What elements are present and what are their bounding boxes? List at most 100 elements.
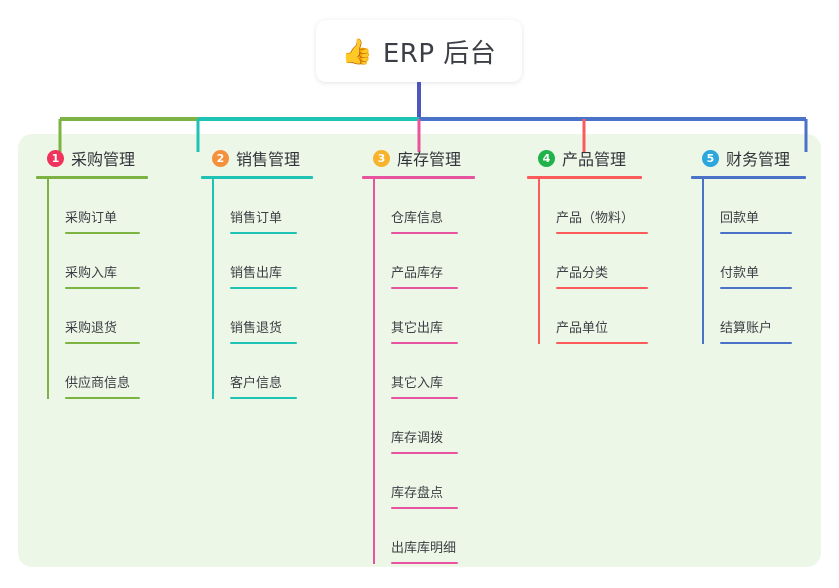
branch-children-5: 回款单付款单结算账户 — [691, 179, 806, 344]
leaf-node[interactable]: 库存调拨 — [373, 399, 475, 454]
leaf-label: 其它入库 — [391, 376, 444, 391]
leaf-underline — [556, 232, 648, 234]
branch-title-2: 销售管理 — [236, 150, 301, 169]
leaf-underline — [720, 232, 792, 234]
leaf-underline — [391, 562, 458, 564]
leaf-node[interactable]: 仓库信息 — [373, 179, 475, 234]
leaf-label: 库存调拨 — [391, 431, 444, 446]
leaf-underline — [391, 287, 458, 289]
leaf-label: 付款单 — [720, 266, 760, 281]
leaf-node[interactable]: 采购订单 — [47, 179, 148, 234]
branch-badge-5: 5 — [702, 149, 719, 167]
leaf-label: 供应商信息 — [65, 376, 131, 391]
leaf-node[interactable]: 其它入库 — [373, 344, 475, 399]
branch-title-3: 库存管理 — [397, 150, 462, 169]
diagram-background-panel — [18, 134, 821, 567]
branch-badge-3: 3 — [373, 149, 390, 167]
branch-header-2[interactable]: 2 销售管理 — [201, 146, 313, 170]
leaf-label: 采购入库 — [65, 266, 118, 281]
leaf-node[interactable]: 产品（物料） — [538, 179, 648, 234]
branch-underline-5 — [691, 176, 806, 179]
leaf-underline — [230, 232, 297, 234]
root-node-content: 👍 ERP 后台 — [342, 33, 497, 70]
thumbs-up-icon: 👍 — [341, 36, 373, 66]
branch-2[interactable]: 2 销售管理销售订单销售出库销售退货客户信息 — [201, 146, 313, 399]
leaf-label: 客户信息 — [230, 376, 283, 391]
leaf-node[interactable]: 其它出库 — [373, 289, 475, 344]
leaf-underline — [391, 342, 458, 344]
branch-underline-1 — [36, 176, 148, 179]
branch-header-5[interactable]: 5 财务管理 — [691, 146, 806, 170]
branch-header-1[interactable]: 1 采购管理 — [36, 146, 148, 170]
leaf-underline — [391, 507, 458, 509]
branch-1[interactable]: 1 采购管理采购订单采购入库采购退货供应商信息 — [36, 146, 148, 399]
branch-spine-2 — [212, 179, 214, 399]
branch-header-3[interactable]: 3 库存管理 — [362, 146, 475, 170]
branch-underline-4 — [527, 176, 642, 179]
leaf-node[interactable]: 库存盘点 — [373, 454, 475, 509]
leaf-label: 采购订单 — [65, 211, 118, 226]
leaf-label: 产品分类 — [556, 266, 609, 281]
branch-underline-2 — [201, 176, 313, 179]
branch-badge-4: 4 — [538, 149, 555, 167]
leaf-underline — [391, 452, 458, 454]
leaf-underline — [230, 397, 297, 399]
leaf-underline — [65, 287, 140, 289]
leaf-underline — [556, 287, 648, 289]
branch-header-4[interactable]: 4 产品管理 — [527, 146, 648, 170]
branch-badge-1: 1 — [47, 149, 64, 167]
branch-spine-4 — [538, 179, 540, 344]
leaf-underline — [720, 287, 792, 289]
leaf-node[interactable]: 产品库存 — [373, 234, 475, 289]
leaf-label: 仓库信息 — [391, 211, 444, 226]
leaf-label: 产品库存 — [391, 266, 444, 281]
leaf-underline — [556, 342, 648, 344]
branch-title-1: 采购管理 — [71, 150, 136, 169]
root-title: ERP 后台 — [382, 38, 497, 69]
branch-spine-1 — [47, 179, 49, 399]
root-node[interactable]: 👍 ERP 后台 — [316, 20, 522, 82]
leaf-underline — [65, 397, 140, 399]
leaf-underline — [720, 342, 792, 344]
branch-children-1: 采购订单采购入库采购退货供应商信息 — [36, 179, 148, 399]
branch-children-3: 仓库信息产品库存其它出库其它入库库存调拨库存盘点出库库明细 — [362, 179, 475, 564]
leaf-node[interactable]: 结算账户 — [702, 289, 806, 344]
leaf-label: 产品（物料） — [556, 211, 635, 226]
leaf-node[interactable]: 回款单 — [702, 179, 806, 234]
leaf-underline — [65, 342, 140, 344]
leaf-node[interactable]: 销售退货 — [212, 289, 313, 344]
leaf-label: 库存盘点 — [391, 486, 444, 501]
leaf-node[interactable]: 产品单位 — [538, 289, 648, 344]
leaf-node[interactable]: 供应商信息 — [47, 344, 148, 399]
leaf-node[interactable]: 付款单 — [702, 234, 806, 289]
leaf-label: 销售出库 — [230, 266, 283, 281]
branch-3[interactable]: 3 库存管理仓库信息产品库存其它出库其它入库库存调拨库存盘点出库库明细 — [362, 146, 475, 564]
leaf-underline — [391, 232, 458, 234]
leaf-label: 产品单位 — [556, 321, 609, 336]
leaf-label: 销售订单 — [230, 211, 283, 226]
branch-underline-3 — [362, 176, 475, 179]
leaf-underline — [230, 287, 297, 289]
branch-badge-2: 2 — [212, 149, 229, 167]
branch-spine-5 — [702, 179, 704, 344]
leaf-node[interactable]: 采购入库 — [47, 234, 148, 289]
branch-title-4: 产品管理 — [562, 150, 627, 169]
leaf-label: 结算账户 — [720, 321, 773, 336]
branch-5[interactable]: 5 财务管理回款单付款单结算账户 — [691, 146, 806, 344]
leaf-node[interactable]: 采购退货 — [47, 289, 148, 344]
leaf-node[interactable]: 销售订单 — [212, 179, 313, 234]
branch-spine-3 — [373, 179, 375, 564]
branch-children-2: 销售订单销售出库销售退货客户信息 — [201, 179, 313, 399]
leaf-node[interactable]: 产品分类 — [538, 234, 648, 289]
branch-4[interactable]: 4 产品管理产品（物料） 产品分类产品单位 — [527, 146, 648, 344]
leaf-label: 出库库明细 — [391, 541, 457, 556]
leaf-underline — [65, 232, 140, 234]
branch-title-5: 财务管理 — [726, 150, 791, 169]
leaf-node[interactable]: 客户信息 — [212, 344, 313, 399]
leaf-label: 采购退货 — [65, 321, 118, 336]
branch-children-4: 产品（物料） 产品分类产品单位 — [527, 179, 648, 344]
leaf-label: 回款单 — [720, 211, 760, 226]
leaf-node[interactable]: 销售出库 — [212, 234, 313, 289]
leaf-node[interactable]: 出库库明细 — [373, 509, 475, 564]
